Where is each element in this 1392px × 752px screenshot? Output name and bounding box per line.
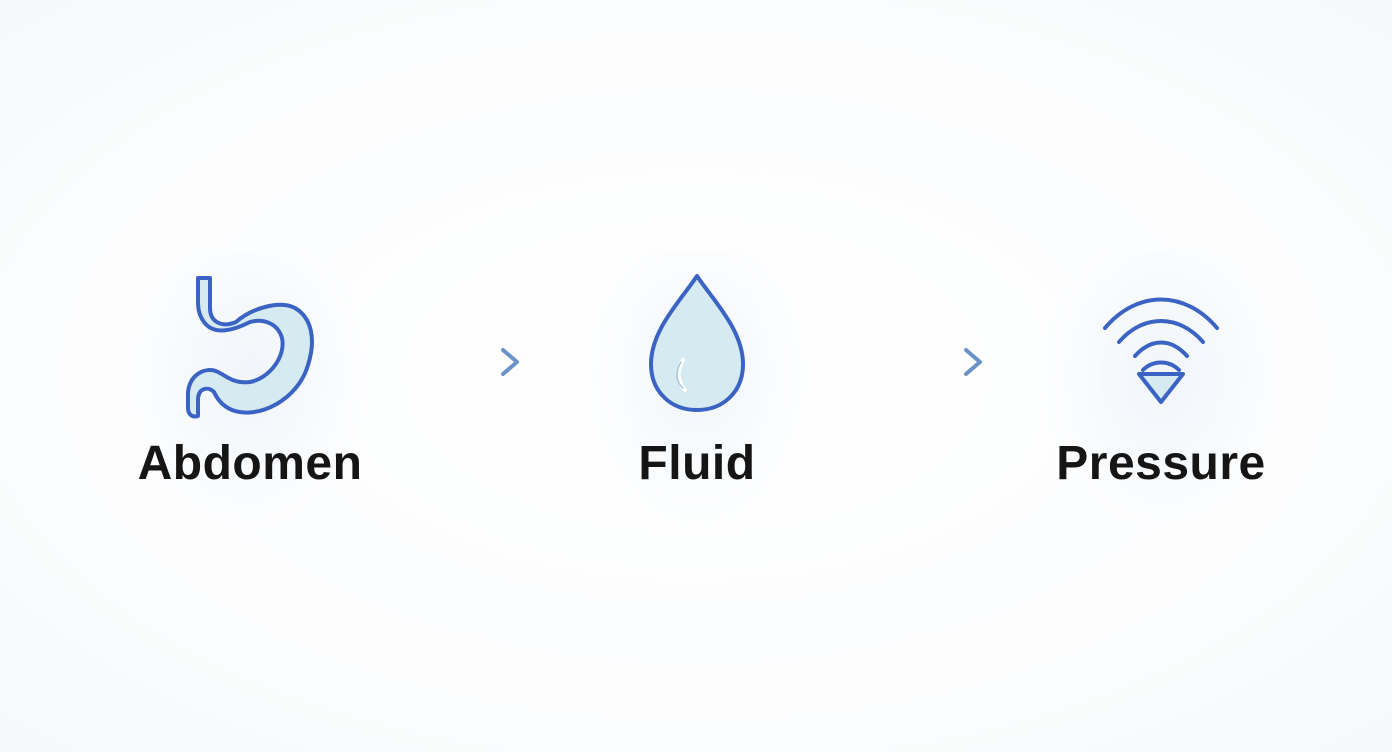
node-label-fluid: Fluid	[638, 437, 756, 490]
node-pressure: Pressure	[1021, 250, 1301, 530]
stomach-icon	[186, 276, 314, 419]
node-fluid: Fluid	[557, 250, 837, 530]
node-abdomen: Abdomen	[110, 250, 390, 530]
node-label-abdomen: Abdomen	[137, 437, 363, 490]
arrow-abdomen-to-fluid	[360, 348, 602, 376]
node-label-pressure: Pressure	[1056, 437, 1266, 490]
water-drop-icon	[649, 274, 745, 412]
pressure-waves-icon	[1103, 297, 1219, 404]
arrow-fluid-to-pressure	[802, 348, 1066, 376]
